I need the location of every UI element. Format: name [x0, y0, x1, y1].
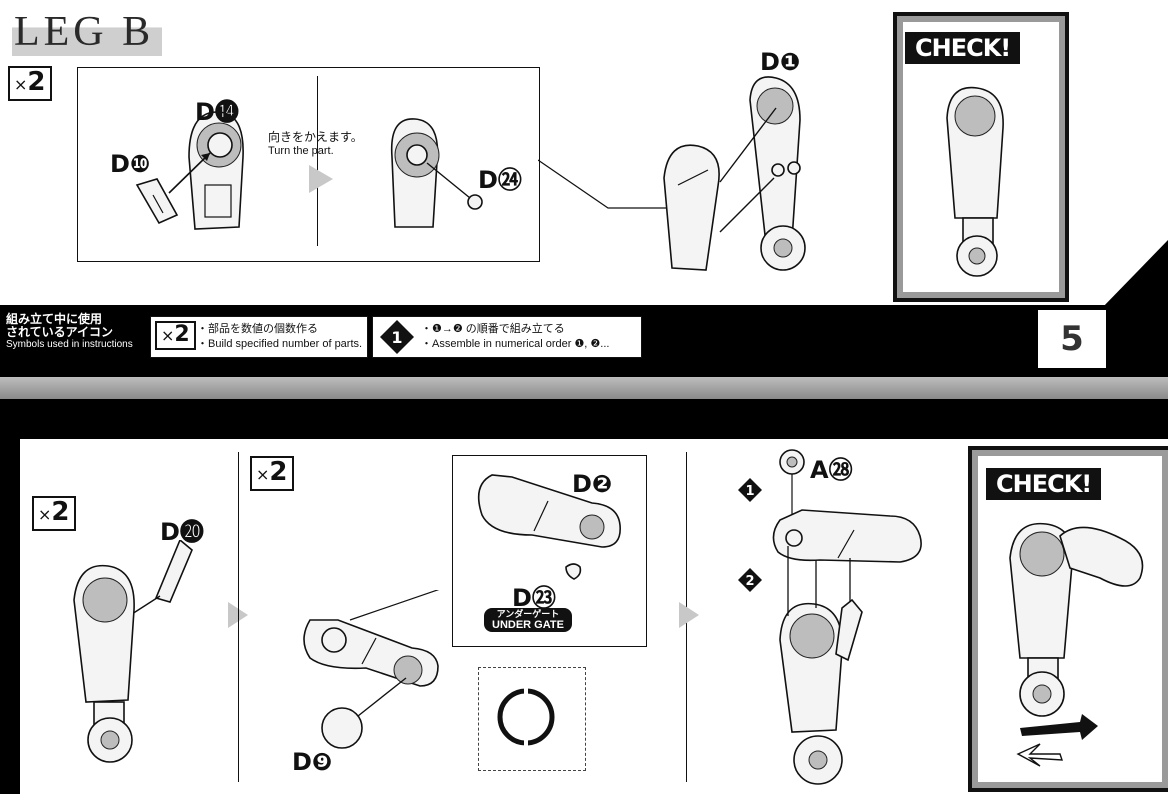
part-d10 [135, 178, 179, 225]
detail-frame [452, 455, 647, 647]
legend-multiplier-value: 2 [174, 322, 190, 347]
part-leg-frame [749, 76, 806, 271]
legend-order-box: 1 ・❶→❷ の順番で組み立てる ・Assemble in numerical … [372, 316, 642, 358]
multiplier-value: 2 [51, 497, 70, 527]
order-diamond-icon: 1 [380, 320, 414, 354]
check-frame-2 [968, 446, 1168, 792]
part-d20 [154, 540, 193, 603]
legend-title-jp2: されているアイコン [6, 325, 114, 339]
rotate-arrow-icon [1020, 714, 1098, 740]
part-turned [390, 118, 483, 228]
next-arrow-icon [679, 602, 699, 628]
under-gate-en: UNDER GATE [492, 619, 564, 631]
multiplier-badge: ×2 [8, 66, 52, 101]
check-illustration-2 [1009, 522, 1144, 767]
legend-order-en: ・Assemble in numerical order ❶, ❷... [421, 338, 610, 350]
part-d14 [188, 111, 244, 230]
step1-frame [77, 67, 540, 262]
divider-strip [0, 377, 1168, 399]
ring-detail-illustration [497, 687, 555, 747]
under-gate-jp: アンダーゲート [496, 609, 560, 619]
legend-order-jp: ・❶→❷ の順番で組み立てる [421, 323, 565, 335]
divider [317, 76, 318, 246]
legend-multiply-en: ・Build specified number of parts. [197, 338, 363, 350]
legend-multiply-jp: ・部品を数値の個数作る [197, 323, 318, 335]
multiplier-badge: ×2 [32, 496, 76, 531]
part-d9 [321, 707, 363, 749]
label-d2: D❷ [572, 470, 613, 498]
page-title: LEG B [12, 8, 163, 56]
label-d23: D㉓ [512, 584, 556, 612]
black-band [0, 399, 1168, 439]
order-2-icon [738, 568, 762, 592]
multiplier-badge: ×2 [250, 456, 294, 491]
check-label-1: CHECK! [905, 32, 1021, 64]
label-a28: A㉘ [810, 456, 853, 484]
next-arrow-icon [309, 165, 333, 193]
label-d24: D㉔ [478, 166, 522, 194]
rotate-back-arrow-icon [1016, 743, 1063, 767]
order-1-icon [738, 478, 762, 502]
turn-note-jp: 向きをかえます。 [268, 130, 363, 144]
check-label-2: CHECK! [986, 468, 1102, 500]
legend-title: 組み立て中に使用 されているアイコン Symbols used in instr… [6, 312, 133, 351]
legend-title-jp1: 組み立て中に使用 [6, 312, 103, 326]
label-d1: D❶ [760, 48, 801, 76]
label-d9: D❾ [292, 748, 333, 776]
page-number: 5 [1038, 310, 1106, 368]
multiplier-value: 2 [269, 457, 288, 487]
legend-title-en: Symbols used in instructions [6, 339, 133, 350]
label-d14: D⓮ [195, 98, 239, 126]
order-2-text: 2 [745, 574, 754, 589]
zoom-box [478, 667, 586, 771]
step1-illustration [135, 111, 483, 230]
check-illustration-1 [946, 86, 1004, 277]
legend-multiplier-badge: ×2 [155, 321, 196, 350]
legend-multiply-box: ×2 ・部品を数値の個数作る ・Build specified number o… [150, 316, 368, 358]
step3-illustration: 1 2 [738, 449, 922, 785]
arm-part-illustration [303, 590, 440, 749]
left-edge-band [0, 439, 20, 794]
leg-assembly-illustration [538, 76, 806, 271]
turn-note-en: Turn the part. [268, 145, 334, 157]
order-1-text: 1 [745, 484, 754, 499]
multiplier-value: 2 [27, 67, 46, 97]
corner-decoration [1100, 240, 1168, 310]
svg-text:1: 1 [391, 328, 402, 347]
under-gate-badge: アンダーゲート UNDER GATE [484, 608, 572, 632]
check-frame-1 [893, 12, 1069, 302]
label-d10: D❿ [110, 150, 151, 178]
step2-leg-illustration [73, 540, 193, 763]
divider [238, 452, 239, 782]
part-armor [663, 144, 720, 271]
detail-illustration [477, 474, 621, 580]
